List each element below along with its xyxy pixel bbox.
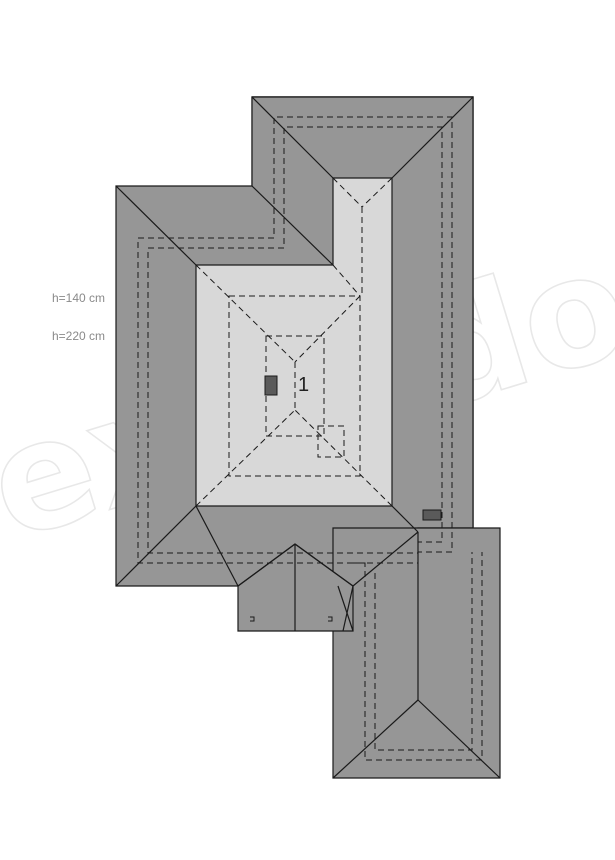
- inner-attic-rect: [228, 295, 361, 477]
- hip-line: [417, 699, 501, 779]
- vent-marks: [250, 616, 333, 622]
- hip-line: [337, 585, 354, 632]
- valley-line: [352, 531, 419, 587]
- hip-line: [237, 543, 296, 587]
- contour-h220: [147, 126, 443, 554]
- contour-h140: [137, 116, 453, 564]
- vent-mark: [328, 616, 333, 622]
- height-label-220: h=220 cm: [52, 329, 105, 343]
- hip-line: [115, 185, 197, 266]
- contour-south-outer: [353, 552, 483, 761]
- internal-hip: [294, 409, 393, 507]
- room-number: 1: [298, 374, 309, 396]
- internal-hip: [361, 177, 393, 208]
- chimney-secondary: [422, 509, 442, 521]
- valley-line: [195, 505, 239, 587]
- stair-opening: [317, 425, 345, 458]
- internal-hip: [332, 177, 363, 208]
- contour-south-inner: [374, 552, 473, 751]
- internal-hip: [294, 295, 361, 363]
- valley-line: [391, 505, 419, 533]
- roof-south-wing: [332, 527, 501, 779]
- chimney-main: [264, 375, 278, 396]
- hip-line: [294, 543, 354, 587]
- hip-line: [115, 505, 197, 587]
- hip-line: [342, 585, 354, 632]
- hip-line: [251, 96, 334, 179]
- height-label-140: h=140 cm: [52, 291, 105, 305]
- vent-mark: [250, 616, 255, 622]
- hip-line: [391, 96, 474, 179]
- ridge-lines: [115, 96, 501, 779]
- internal-hip: [332, 264, 361, 297]
- internal-hip: [195, 409, 296, 507]
- internal-hip: [195, 264, 296, 363]
- hip-line: [251, 185, 334, 266]
